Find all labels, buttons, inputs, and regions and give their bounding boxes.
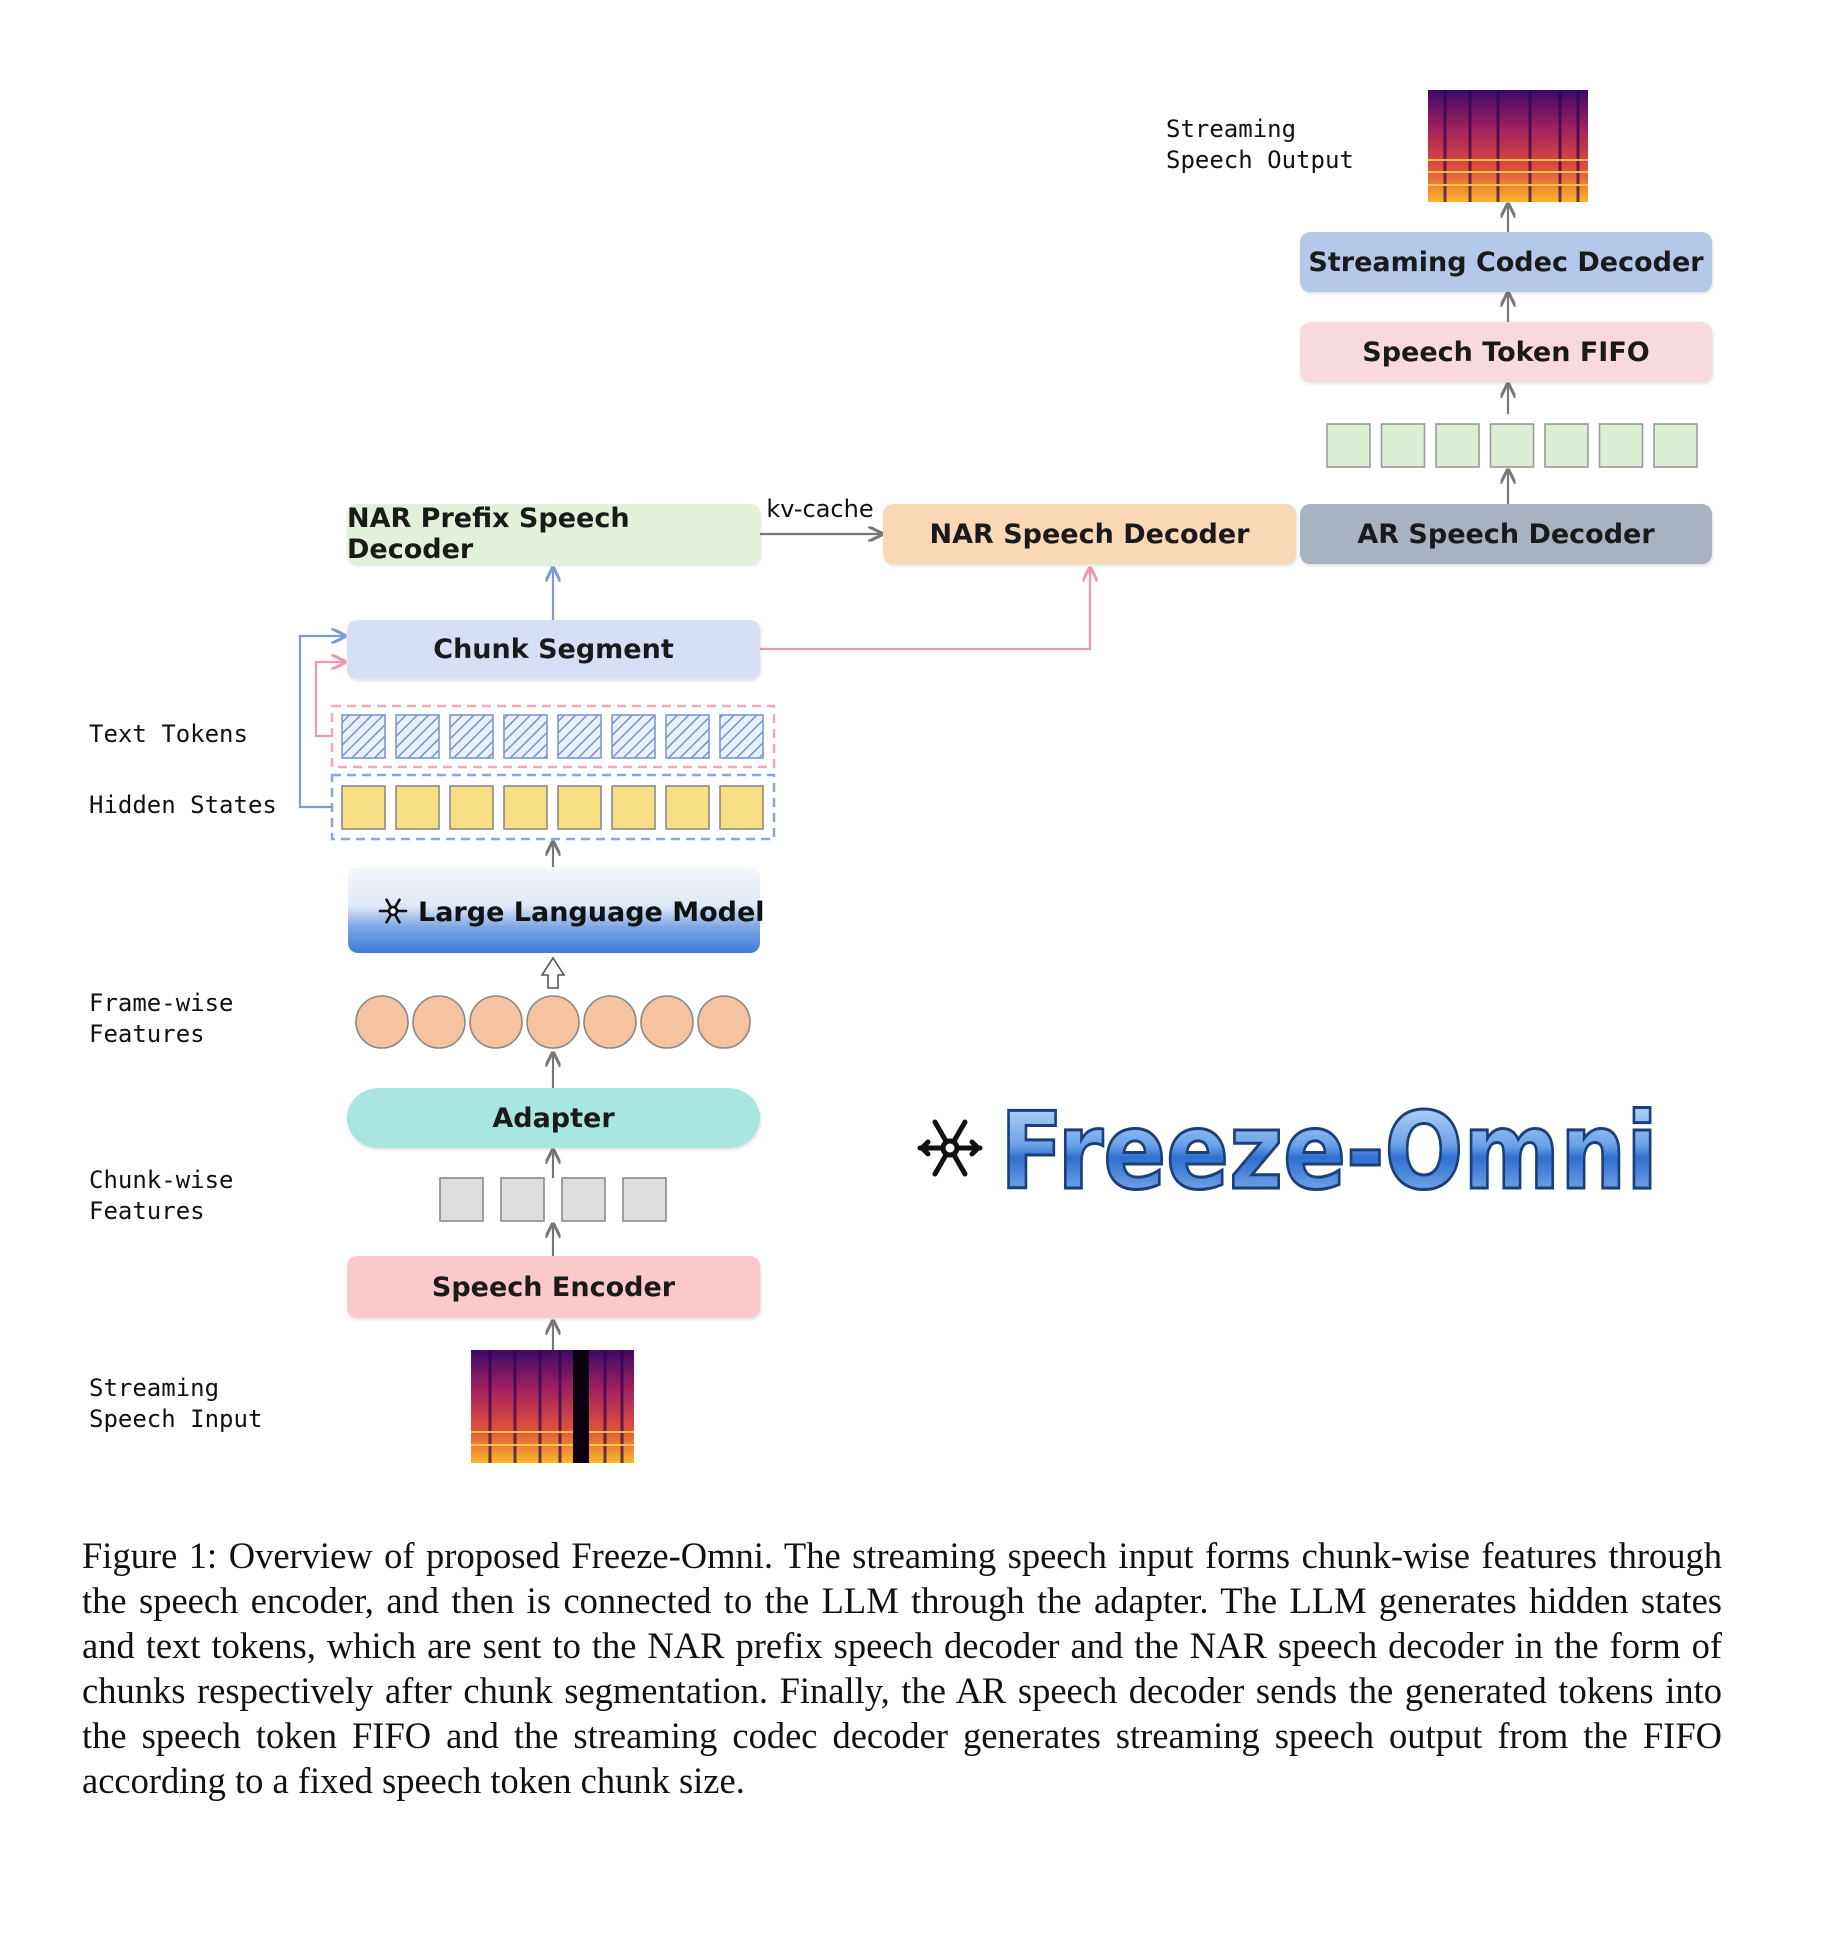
- chunk-feature: [439, 1177, 484, 1222]
- snowflake-icon: [378, 898, 408, 924]
- frame-feature: [469, 995, 523, 1049]
- adapter-box: Adapter: [347, 1088, 760, 1148]
- text-token: [395, 714, 440, 759]
- ar-speech-decoder-box: AR Speech Decoder: [1300, 504, 1712, 564]
- chunk-feature: [622, 1177, 667, 1222]
- output-spectrogram: [1428, 90, 1588, 202]
- hidden-state: [395, 785, 440, 830]
- speech-encoder-box: Speech Encoder: [347, 1256, 760, 1318]
- hidden-state: [449, 785, 494, 830]
- frame-feature: [412, 995, 466, 1049]
- large-language-model-box: Large Language Model: [348, 867, 765, 953]
- speech-token-row: [1326, 423, 1698, 468]
- flow-arrows: [553, 204, 1508, 1350]
- speech-token: [1598, 423, 1644, 468]
- speech-token: [1326, 423, 1371, 468]
- frame-feature: [583, 995, 637, 1049]
- freeze-omni-logo: Freeze-Omni: [917, 1089, 1660, 1215]
- logo-text: Freeze-Omni: [1000, 1090, 1658, 1213]
- speech-token: [1380, 423, 1426, 468]
- hidden-states-label: Hidden States: [89, 791, 277, 819]
- chunk-feature: [561, 1177, 606, 1222]
- streaming-speech-input-label: Streaming Speech Input: [89, 1374, 263, 1433]
- speech-token: [1544, 423, 1589, 468]
- chunk-wise-features-label: Chunk-wise Features: [89, 1166, 234, 1225]
- logo-snowflake-icon: [917, 1119, 983, 1177]
- speech-token: [1653, 423, 1698, 468]
- hidden-states-connector: [298, 568, 553, 809]
- diagram-canvas: Large Language Model kv-cache: [298, 90, 1698, 1463]
- frame-wise-features-label: Frame-wise Features: [89, 989, 234, 1048]
- input-spectrogram: [471, 1350, 634, 1463]
- hidden-state: [665, 785, 710, 830]
- frame-feature: [355, 995, 409, 1049]
- hidden-state: [503, 785, 548, 830]
- text-token: [341, 714, 386, 759]
- nar-prefix-speech-decoder-box: NAR Prefix Speech Decoder: [347, 503, 760, 565]
- hidden-state: [611, 785, 656, 830]
- streaming-speech-output-label: Streaming Speech Output: [1166, 115, 1354, 174]
- text-tokens-label: Text Tokens: [89, 720, 248, 748]
- text-token: [665, 714, 710, 759]
- text-token: [503, 714, 548, 759]
- hollow-arrow-frames-to-llm: [540, 956, 566, 989]
- text-tokens-connector: [314, 568, 1090, 738]
- chunk-segment-box: Chunk Segment: [347, 620, 760, 679]
- frame-feature: [526, 995, 580, 1049]
- speech-token: [1435, 423, 1480, 468]
- nar-speech-decoder-box: NAR Speech Decoder: [883, 504, 1296, 564]
- text-token: [611, 714, 656, 759]
- hidden-state: [557, 785, 602, 830]
- frame-feature: [697, 995, 751, 1049]
- frame-feature-row: [355, 995, 751, 1049]
- chunk-feature-row: [439, 1177, 667, 1222]
- speech-token-fifo-box: Speech Token FIFO: [1300, 322, 1712, 382]
- streaming-codec-decoder-box: Streaming Codec Decoder: [1300, 232, 1712, 292]
- frame-feature: [640, 995, 694, 1049]
- text-token: [557, 714, 602, 759]
- hidden-state: [719, 785, 764, 830]
- text-token: [449, 714, 494, 759]
- chunk-feature: [500, 1177, 545, 1222]
- figure-caption: Figure 1: Overview of proposed Freeze-Om…: [82, 1535, 1722, 1801]
- hidden-state-row: [341, 785, 764, 830]
- hidden-state: [341, 785, 386, 830]
- text-token-row: [341, 714, 764, 759]
- speech-token: [1489, 423, 1535, 468]
- large-language-model-label: Large Language Model: [418, 897, 765, 928]
- kv-cache-label: kv-cache: [766, 495, 873, 523]
- text-token: [719, 714, 764, 759]
